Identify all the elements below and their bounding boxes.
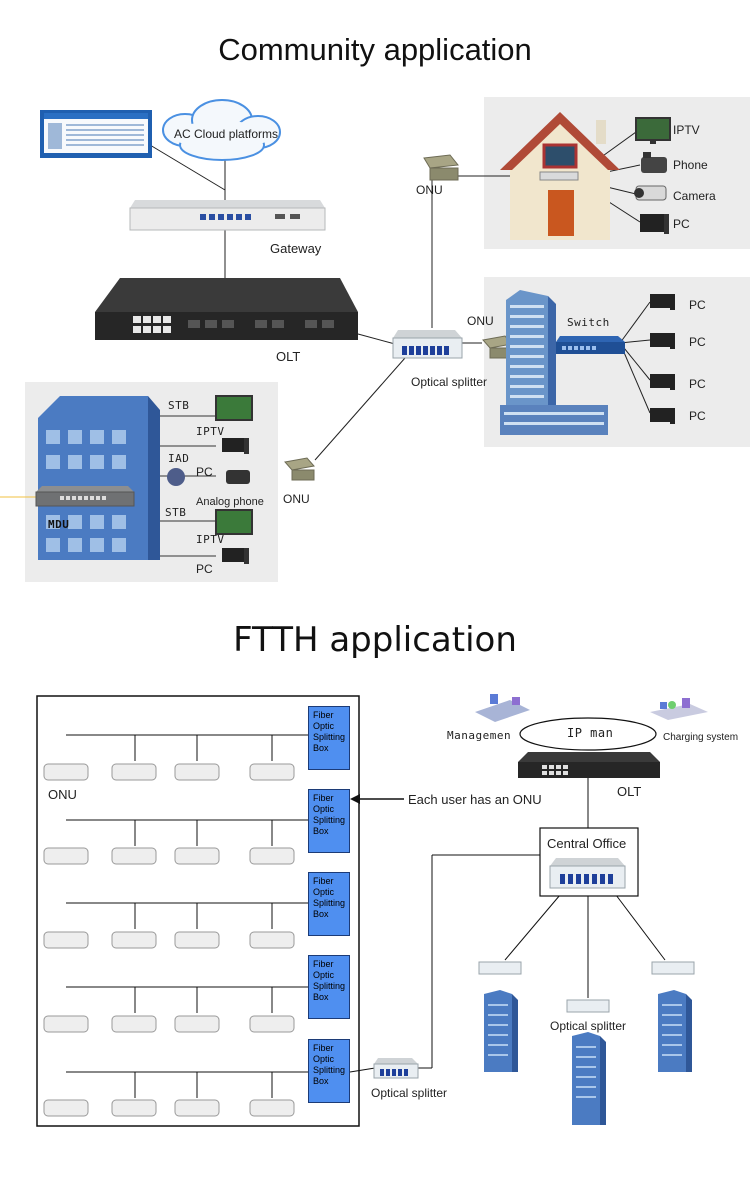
onu-label: ONU [467, 314, 494, 328]
house-device-label: Phone [673, 158, 708, 172]
house-device-label: Camera [673, 189, 716, 203]
onu-icon [43, 763, 295, 1117]
splitting-box: Fiber Optic Splitting Box [308, 1039, 350, 1103]
charging-system-icon [650, 698, 708, 720]
ftth-title: FTTH application [233, 620, 517, 660]
analog-phone-label: Analog phone [196, 496, 264, 508]
house-device-label: PC [673, 217, 690, 231]
building-icon [566, 999, 610, 1125]
splitting-box: Fiber Optic Splitting Box [308, 789, 350, 853]
cloud-label: AC Cloud platforms [174, 127, 279, 141]
annotation-label: Each user has an ONU [408, 792, 542, 807]
monitor-icon [40, 110, 152, 158]
ipman-label: IP man [567, 726, 614, 740]
charging-label: Charging system [663, 732, 739, 743]
mdu-label: MDU [48, 518, 70, 531]
iptv-label: IPTV [196, 425, 225, 438]
phone-icon [226, 470, 250, 484]
iad-label: IAD [168, 452, 190, 465]
switch-pc-label: PC [689, 409, 706, 423]
switch-pc-label: PC [689, 298, 706, 312]
optical-splitter-label: Optical splitter [411, 375, 488, 389]
switch-pc-label: PC [689, 377, 706, 391]
pc-icon [640, 214, 669, 234]
iad-icon [167, 468, 185, 486]
gateway-icon [129, 200, 326, 231]
olt-label: OLT [276, 349, 301, 364]
pc-icon [650, 294, 675, 424]
iptv-icon [215, 509, 253, 535]
onu-label: ONU [283, 492, 310, 506]
pc-label: PC [196, 562, 213, 576]
splitting-box: Fiber Optic Splitting Box [308, 872, 350, 936]
optical-splitter-icon [549, 858, 626, 889]
building-icon [478, 961, 522, 1072]
building-icon [500, 290, 608, 435]
house-device-label: IPTV [673, 123, 700, 137]
onu-label: ONU [416, 183, 443, 197]
iptv-label: IPTV [196, 533, 225, 546]
iptv-icon [215, 395, 253, 421]
optical-splitter-icon [373, 1058, 419, 1079]
olt-label: OLT [617, 784, 642, 799]
splitting-box: Fiber Optic Splitting Box [308, 706, 350, 770]
gateway-label: Gateway [270, 241, 322, 256]
stb-label: STB [165, 506, 187, 519]
house-icon [500, 112, 620, 240]
phone-icon [641, 152, 667, 173]
splitting-box: Fiber Optic Splitting Box [308, 955, 350, 1019]
central-office-label: Central Office [547, 836, 627, 851]
optical-splitter-icon [392, 330, 463, 359]
switch-icon [556, 336, 625, 354]
onu-icon [284, 154, 513, 481]
mdu-switch-icon [35, 486, 135, 507]
pc-icon [222, 438, 249, 454]
pc-icon [222, 548, 249, 564]
olt-icon [95, 278, 358, 340]
optical-splitter-label-2: Optical splitter [550, 1019, 627, 1033]
management-icon [475, 694, 530, 722]
switch-pc-label: PC [689, 335, 706, 349]
community-title: Community application [218, 32, 532, 67]
camera-icon [634, 185, 667, 201]
pc-label: PC [196, 465, 213, 479]
optical-splitter-label: Optical splitter [371, 1086, 448, 1100]
management-label: Managemen [447, 729, 512, 742]
mdu-building-icon [38, 396, 160, 560]
iptv-icon [635, 117, 671, 144]
olt-icon [518, 752, 660, 778]
building-icon [651, 961, 695, 1072]
onu-label: ONU [48, 787, 77, 802]
switch-label: Switch [567, 316, 610, 329]
stb-label: STB [168, 399, 190, 412]
